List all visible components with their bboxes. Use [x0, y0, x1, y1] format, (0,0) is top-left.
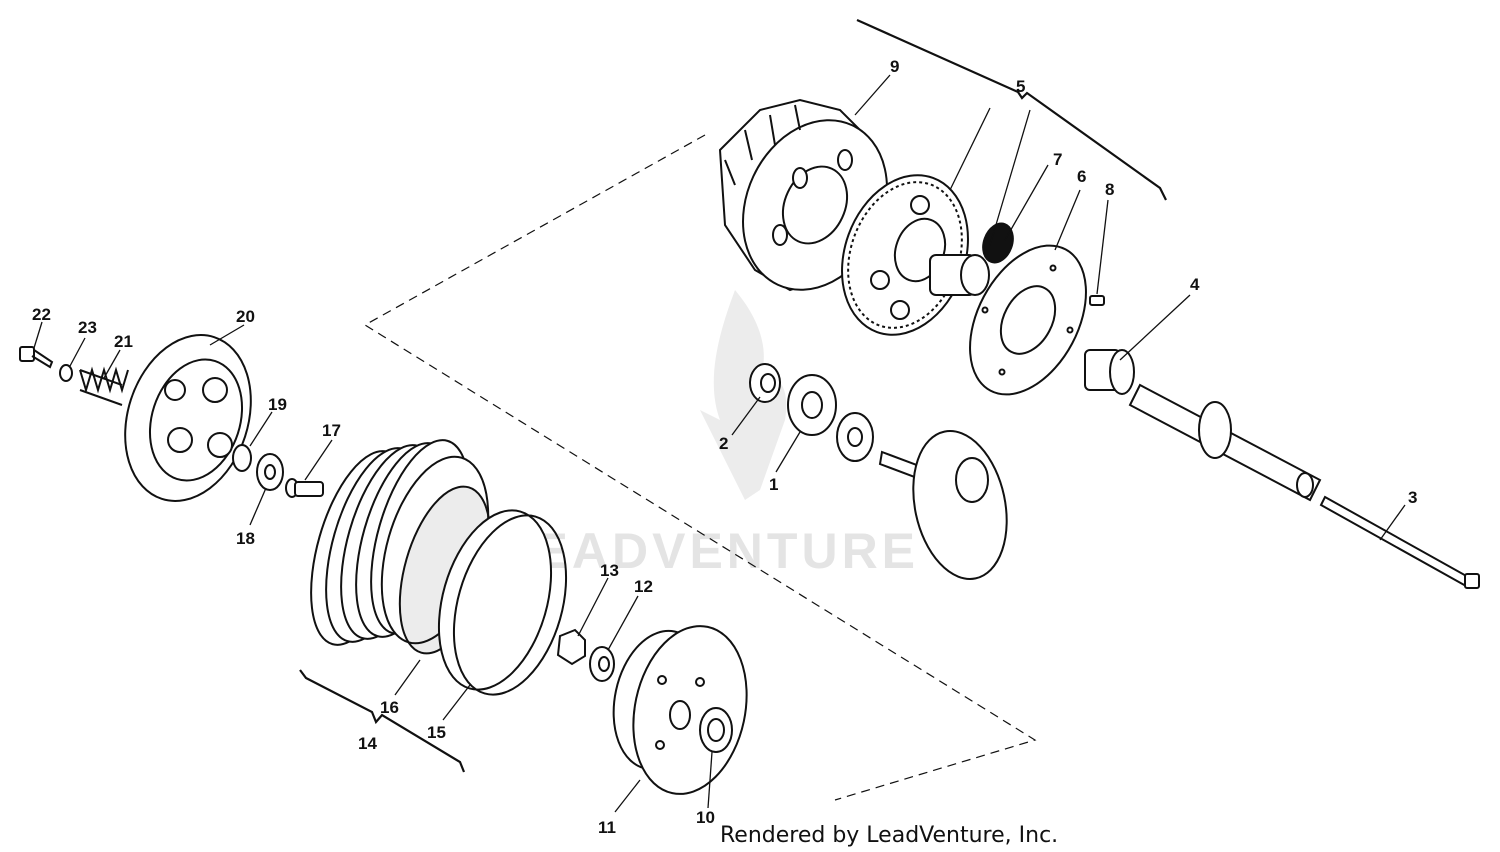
render-credit: Rendered by LeadVenture, Inc.: [720, 823, 1058, 848]
part-12-washer: [589, 646, 615, 682]
callout-8: 8: [1105, 180, 1114, 199]
callout-15: 15: [427, 723, 446, 742]
assembly-dashed-outline: [363, 134, 1037, 801]
part-23-washer: [59, 364, 73, 382]
part-6-plate: [969, 244, 1087, 396]
callout-labels: 1 2 3 4 5 6 7 8 9 10 11 12 13 14 15 16 1…: [32, 57, 1417, 837]
callout-12: 12: [634, 577, 653, 596]
callout-3: 3: [1408, 488, 1417, 507]
leader-lines: [33, 74, 1406, 813]
callout-2: 2: [719, 434, 728, 453]
clutch-plate-stack: [310, 439, 568, 696]
callout-7: 7: [1053, 150, 1062, 169]
drive-flange-assembly: [878, 430, 1008, 580]
part-20-pressure-plate: [124, 334, 252, 502]
callout-11: 11: [598, 818, 616, 837]
callout-1: 1: [769, 475, 778, 494]
part-1-gear: [787, 374, 874, 462]
callout-4: 4: [1190, 275, 1200, 294]
callout-13: 13: [600, 561, 619, 580]
callout-10: 10: [696, 808, 715, 827]
callout-19: 19: [268, 395, 287, 414]
bracket-group-14: [299, 669, 466, 773]
part-3-shaft-push-rod: [1128, 383, 1480, 589]
watermark-text: LEADVENTURE: [500, 523, 919, 579]
part-5-primary-gear: [841, 174, 990, 336]
part-4-bushing: [1084, 349, 1135, 395]
watermark-flame-icon: [700, 290, 787, 500]
bracket-group-5: [856, 18, 1167, 201]
callout-6: 6: [1077, 167, 1086, 186]
part-9-clutch-housing: [718, 98, 888, 292]
callout-23: 23: [78, 318, 97, 337]
part-8-pin: [1089, 295, 1105, 306]
part-7-damper: [982, 222, 1014, 264]
callout-16: 16: [380, 698, 399, 717]
part-11-clutch-hub: [612, 625, 748, 795]
part-22-bolt: [19, 346, 54, 369]
callout-5: 5: [1016, 77, 1025, 96]
callout-20: 20: [236, 307, 255, 326]
part-17-lifter: [285, 478, 324, 498]
part-21-spring: [79, 366, 129, 406]
part-18-bearing: [256, 453, 284, 491]
part-13-nut: [556, 628, 586, 666]
watermark: LEADVENTURE: [500, 290, 919, 579]
part-2-bushing: [749, 363, 781, 403]
callout-17: 17: [322, 421, 341, 440]
callout-21: 21: [114, 332, 133, 351]
callout-22: 22: [32, 305, 51, 324]
callout-14: 14: [358, 734, 377, 753]
callout-18: 18: [236, 529, 255, 548]
callout-9: 9: [890, 57, 899, 76]
part-10-collar: [699, 707, 733, 753]
part-19-washer: [232, 444, 252, 472]
